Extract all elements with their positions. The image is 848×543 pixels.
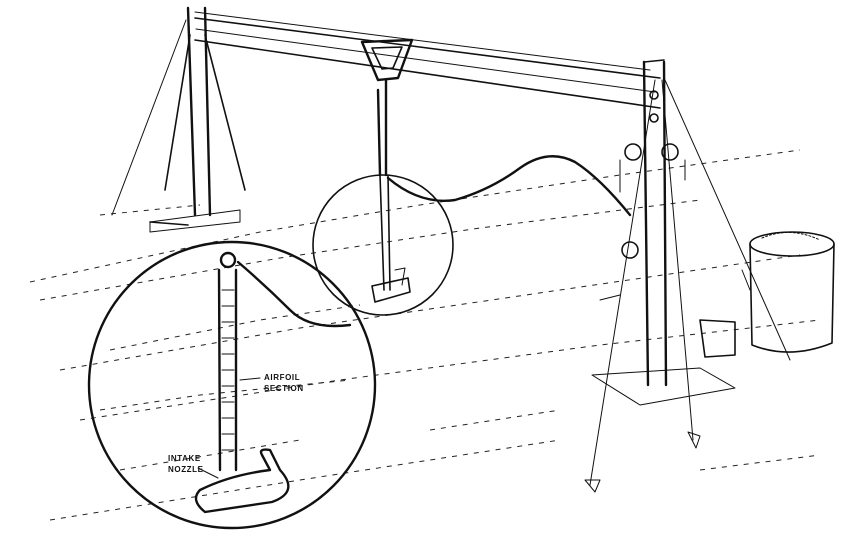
label-nozzle: NOZZLE (168, 465, 204, 474)
label-airfoil: AIRFOIL (264, 373, 300, 382)
water-bucket (741, 231, 835, 353)
detail-callout-large (87, 240, 377, 530)
hanger-assembly (360, 38, 414, 303)
right-support (584, 59, 791, 493)
top-cable (194, 11, 651, 71)
label-section: SECTION (264, 384, 304, 393)
crossbeam (194, 17, 661, 109)
detail-callout-small (312, 174, 454, 316)
label-intake: INTAKE (168, 454, 201, 463)
hose (386, 155, 632, 217)
left-support (111, 6, 246, 233)
ground-lines (29, 149, 821, 521)
